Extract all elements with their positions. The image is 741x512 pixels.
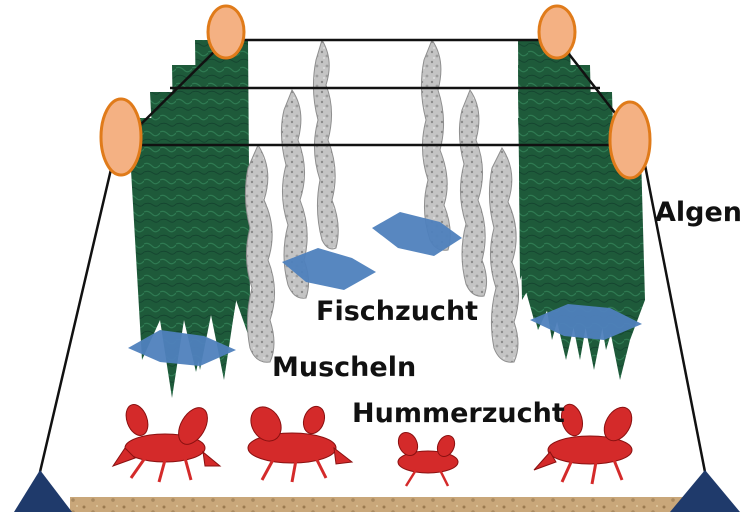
- anchor-left: [14, 470, 72, 512]
- buoy-back-left: [208, 6, 244, 58]
- label-muscheln: Muscheln: [272, 352, 416, 383]
- label-fischzucht: Fischzucht: [316, 296, 478, 327]
- buoy-front-left: [101, 99, 141, 175]
- label-algen: Algen: [655, 197, 741, 228]
- label-hummerzucht: Hummerzucht: [352, 398, 565, 429]
- seabed: [70, 497, 690, 512]
- buoy-front-right: [610, 102, 650, 178]
- buoy-back-right: [539, 6, 575, 58]
- anchor-right: [670, 470, 740, 512]
